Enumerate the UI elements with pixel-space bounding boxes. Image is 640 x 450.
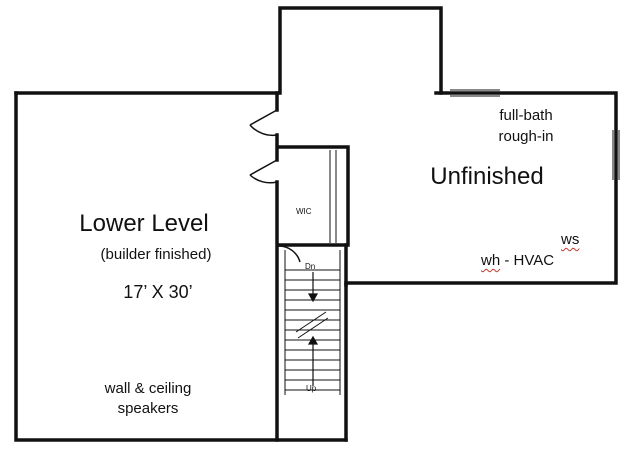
unfinished-title: Unfinished [430, 163, 544, 190]
unfinished-outer-wall [344, 91, 618, 285]
stair-direction-arrows [307, 272, 319, 386]
door-leaf [249, 159, 278, 176]
door-arc [249, 124, 278, 137]
bath-note-line2: rough-in [498, 128, 554, 145]
closet-wall [277, 145, 350, 247]
stair-break-line [295, 311, 327, 333]
closet-label: WIC [296, 207, 312, 216]
closet-shelves [329, 150, 337, 243]
windows [450, 89, 620, 180]
up-arrow-icon [307, 335, 319, 345]
lower-level-feature-line2: speakers [117, 400, 179, 417]
lower-level-title: Lower Level [79, 210, 209, 237]
lower-level-feature-line1: wall & ceiling [104, 380, 192, 397]
wh-text: wh [481, 252, 501, 269]
exterior-walls [14, 6, 618, 442]
stair-up-label: Up [306, 384, 317, 393]
ws-text: ws [561, 231, 580, 248]
stair-down-label: Dn [305, 262, 316, 271]
bath-note-line1: full-bath [499, 107, 553, 124]
lower-level-outer-wall [14, 91, 348, 442]
lower-level-note: (builder finished) [100, 246, 212, 263]
hvac-text: - HVAC [500, 252, 555, 269]
door-arc [249, 174, 278, 184]
wh-hvac-label: wh - HVAC [481, 252, 554, 269]
down-arrow-icon [307, 293, 319, 303]
ws-label: ws [561, 231, 579, 248]
lower-level-dimensions: 17’ X 30’ [123, 282, 193, 302]
door-arc [277, 245, 301, 263]
stair-break-line [297, 317, 329, 339]
door-leaf [249, 109, 278, 126]
upper-block-wall [278, 6, 443, 95]
door-swings [249, 109, 301, 263]
